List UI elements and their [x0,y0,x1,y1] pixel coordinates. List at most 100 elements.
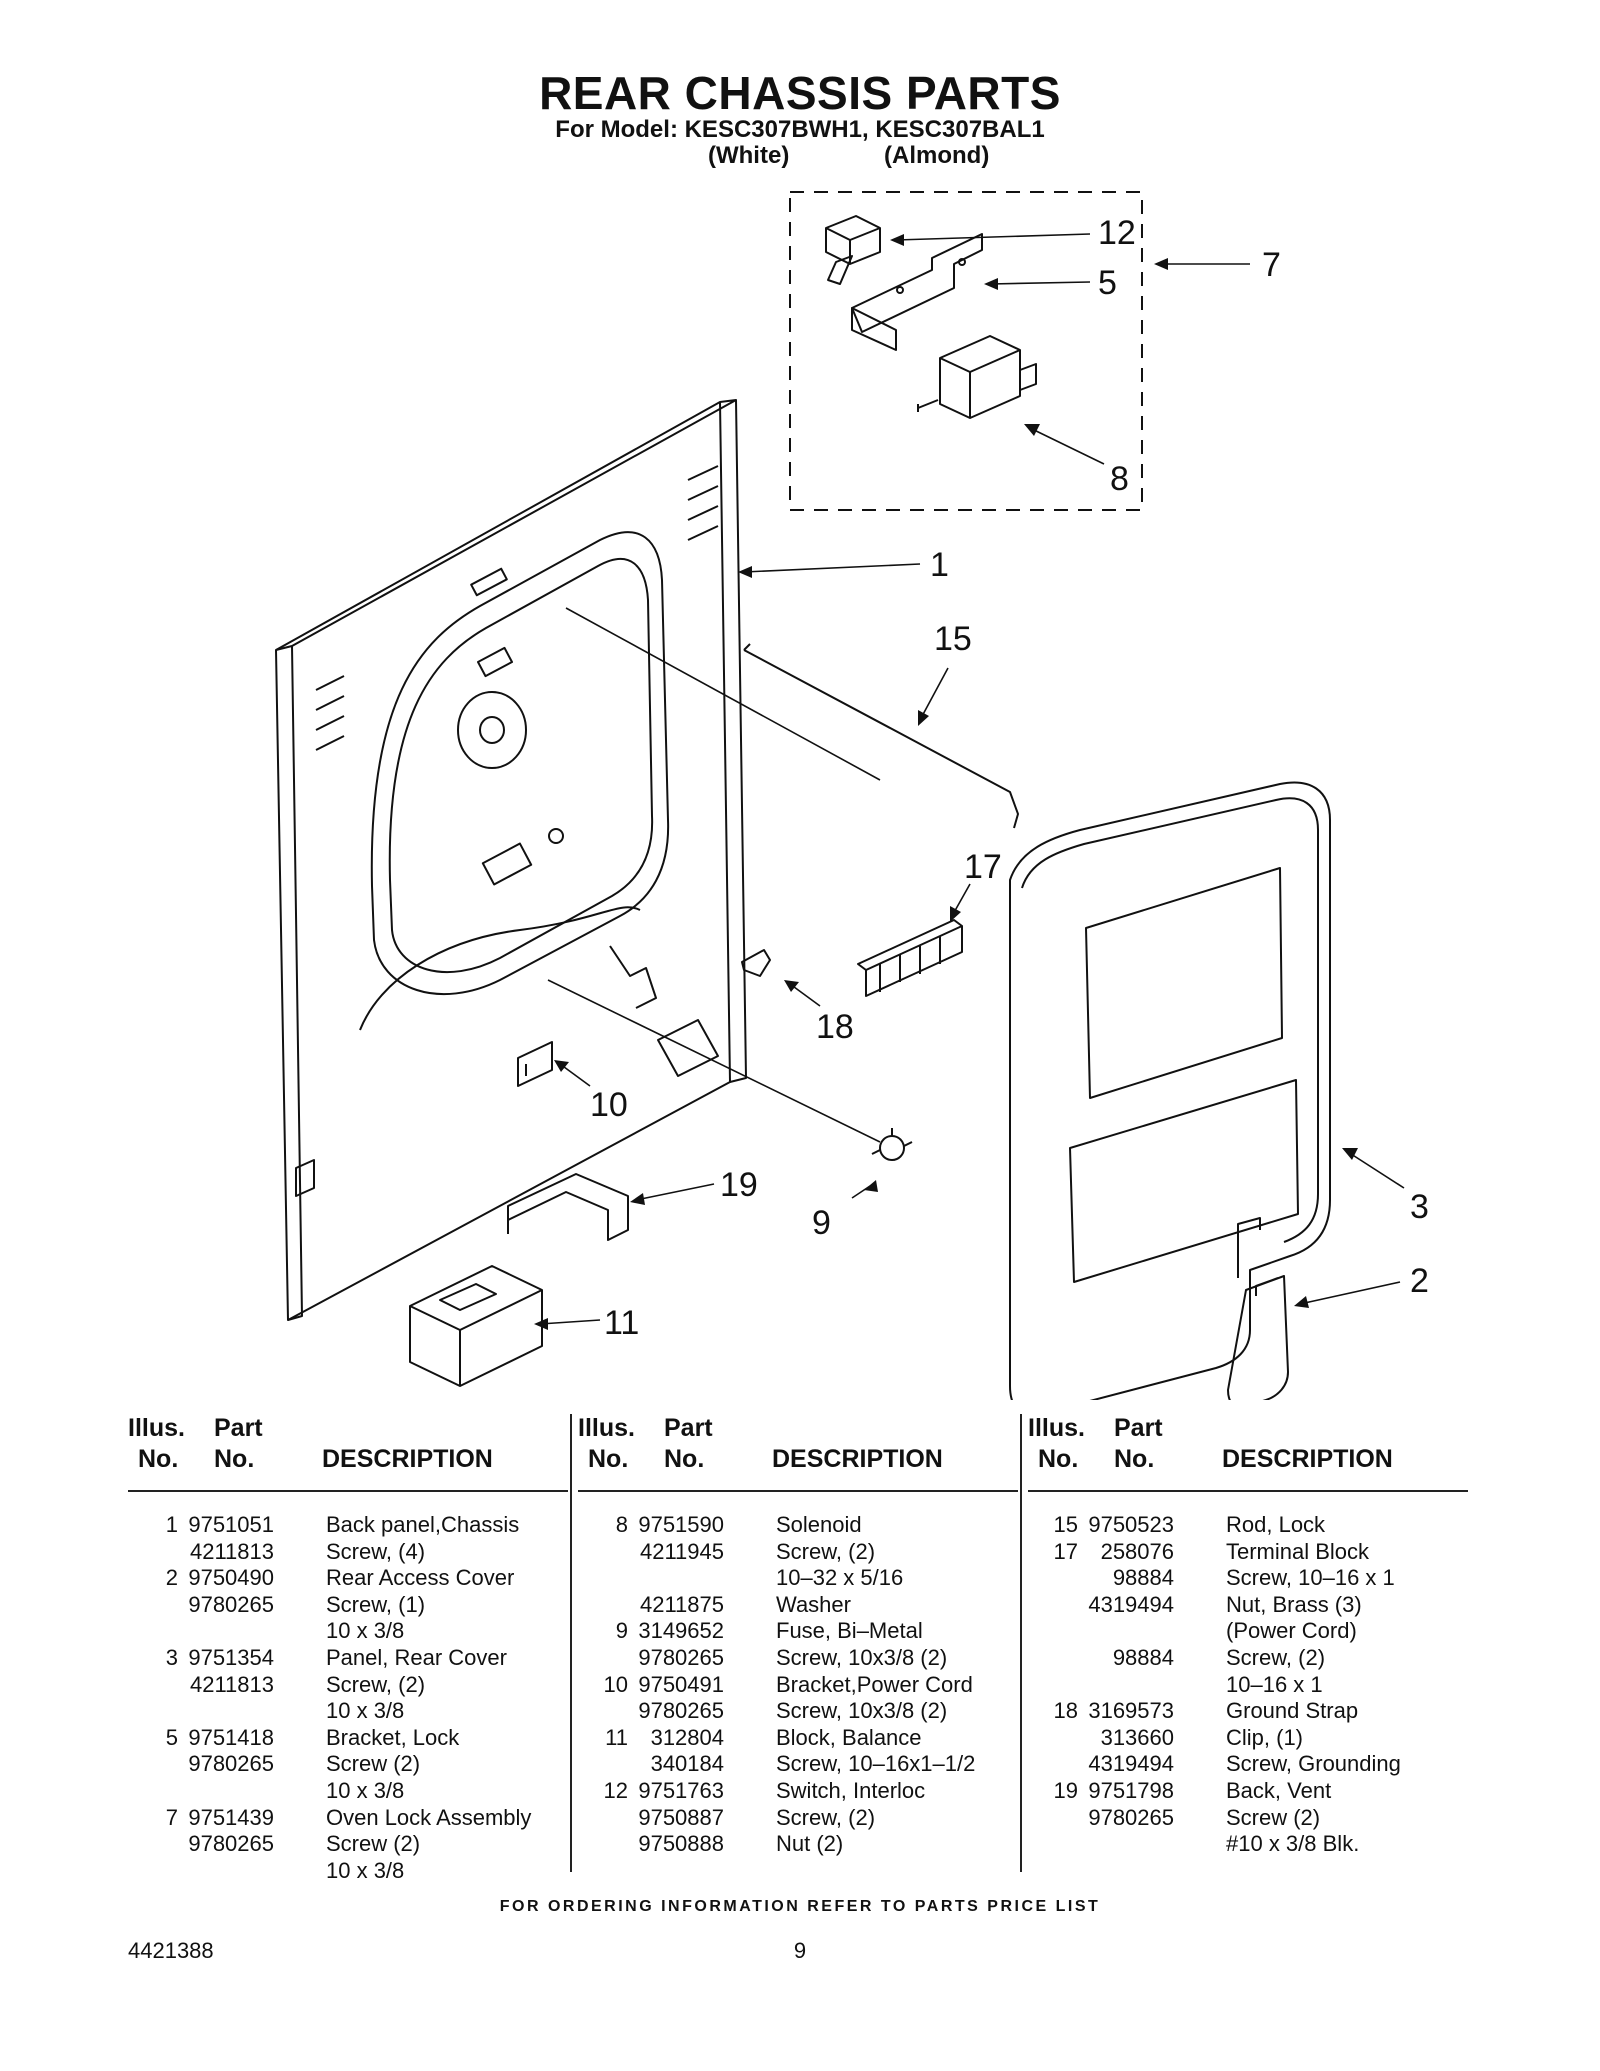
part-number: 4211945 [639,1538,724,1564]
callout-10: 10 [590,1086,628,1124]
illus-number: 12 [603,1777,628,1803]
part-number: 9780265 [188,1751,274,1777]
part-description: Terminal Block [1226,1538,1370,1564]
header-description: DESCRIPTION [1222,1445,1393,1473]
callout-7: 7 [1262,246,1281,284]
illus-number: 19 [1053,1777,1078,1803]
header-no: No. [138,1445,179,1473]
header-description: DESCRIPTION [322,1445,493,1473]
part-description: Oven Lock Assembly [326,1804,532,1830]
document-number: 4421388 [128,1938,214,1963]
illus-number: 18 [1053,1698,1078,1724]
part-number: 9750490 [188,1565,274,1591]
ground-strap-part [741,949,771,977]
table-row: 4211813 Screw, (4) [128,1539,568,1566]
part-number: 4319494 [1088,1751,1174,1777]
part-number: 4319494 [1088,1591,1174,1617]
callout-11: 11 [604,1304,639,1342]
header-no: No. [588,1445,629,1473]
part-number: 9780265 [188,1831,274,1857]
part-description: Back, Vent [1226,1777,1332,1803]
table-row: 10 x 3/8 [128,1698,568,1725]
table-row: 10–32 x 5/16 [578,1565,1018,1592]
power-cord-bracket-part [517,1041,553,1087]
table-row: 10 x 3/8 [128,1618,568,1645]
part-number: 9750523 [1088,1512,1174,1537]
part-description: #10 x 3/8 Blk. [1226,1831,1360,1857]
part-description: Solenoid [776,1512,862,1537]
part-number: 340184 [650,1751,724,1777]
part-description: (Power Cord) [1226,1618,1357,1644]
part-description: Screw (2) [326,1831,421,1857]
part-description: Nut, Brass (3) [1226,1591,1362,1617]
table-header: Illus. No. Part No. DESCRIPTION [128,1414,568,1492]
callout-2: 2 [1410,1262,1429,1300]
header-no: No. [1038,1445,1079,1473]
part-number: 4211875 [639,1591,724,1617]
part-description: Bracket,Power Cord [776,1671,973,1697]
callout-1: 1 [930,546,949,584]
part-number: 9751590 [638,1512,724,1537]
table-row: #10 x 3/8 Blk. [1028,1831,1468,1858]
table-header: Illus. No. Part No. DESCRIPTION [1028,1414,1468,1492]
table-row: 12 9751763 Switch, Interloc [578,1778,1018,1805]
model-line: For Model: KESC307BWH1, KESC307BAL1 [555,116,1045,143]
header-illus: Illus. [578,1414,635,1442]
part-description: Block, Balance [776,1724,922,1750]
part-number: 9750887 [638,1804,724,1830]
part-number: 98884 [1112,1565,1174,1591]
lock-bracket-part [851,233,983,351]
part-description: Panel, Rear Cover [326,1644,507,1670]
part-number: 9750491 [638,1671,724,1697]
part-description: Switch, Interloc [776,1777,926,1803]
part-number: 9751418 [188,1724,274,1750]
part-number: 9780265 [638,1698,724,1724]
part-description: 10 x 3/8 [326,1777,405,1803]
part-description: Screw (2) [1226,1804,1321,1830]
part-description: Back panel,Chassis [326,1512,520,1537]
part-number: 313660 [1100,1724,1174,1750]
table-row: 10 x 3/8 [128,1778,568,1805]
header-part: Part [1114,1414,1163,1442]
color-white-label: (White) [708,142,790,169]
illus-number: 1 [165,1512,178,1537]
page-title: REAR CHASSIS PARTS [539,67,1061,119]
header-part-no: No. [664,1445,705,1473]
switch-interlock-part [825,215,881,285]
part-number: 9751798 [1088,1777,1174,1803]
part-description: Screw, (2) [776,1538,876,1564]
table-row: 9780265 Screw (2) [128,1831,568,1858]
table-row: 10 x 3/8 [128,1858,568,1885]
callout-17: 17 [964,848,1002,886]
part-number: 9751763 [638,1777,724,1803]
callout-19: 19 [720,1166,758,1204]
part-description: Screw, 10–16x1–1/2 [776,1751,976,1777]
part-description: 10 x 3/8 [326,1857,405,1883]
illus-number: 5 [165,1724,178,1750]
part-number: 9751439 [188,1804,274,1830]
balance-block-part [409,1265,543,1387]
part-number: 4211813 [189,1538,274,1564]
part-description: Screw, (4) [326,1538,426,1564]
part-description: Washer [776,1591,851,1617]
